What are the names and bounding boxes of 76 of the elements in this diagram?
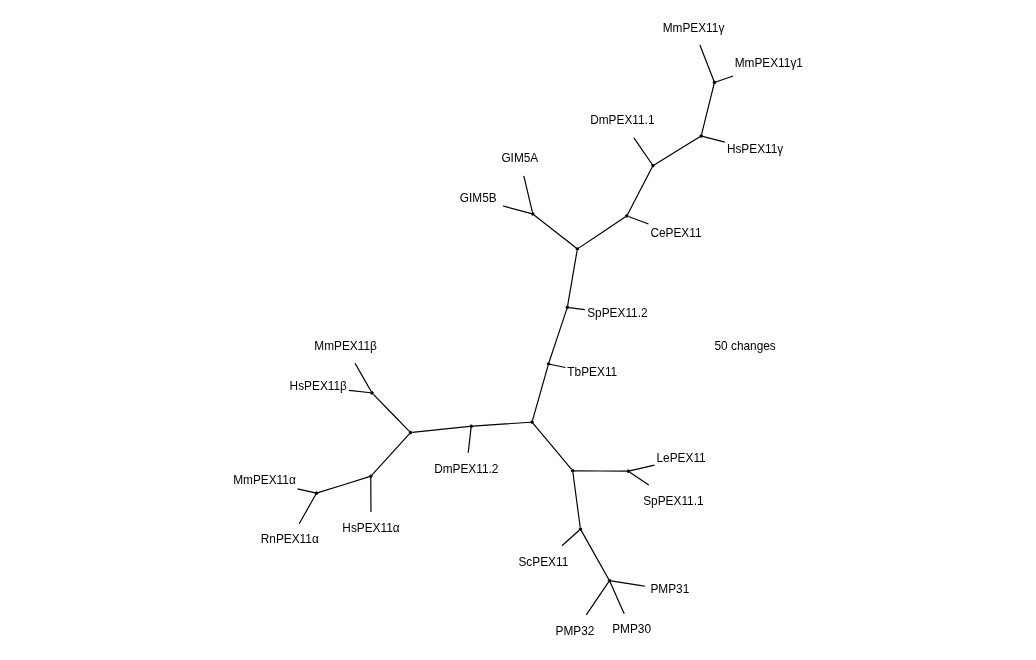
node-point xyxy=(370,391,374,395)
connector xyxy=(699,44,715,82)
node-text: SpPEX11.2 xyxy=(587,305,648,320)
node-text: HsPEX11γ xyxy=(726,142,784,157)
connector xyxy=(653,136,701,166)
node-text: MmPEX11γ1 xyxy=(734,55,803,70)
node-point xyxy=(531,212,535,216)
node-point xyxy=(699,134,703,138)
connector xyxy=(502,205,533,215)
connector xyxy=(548,308,568,364)
node-point xyxy=(626,469,631,473)
node-text: TbPEX11 xyxy=(567,365,618,380)
node-point xyxy=(369,474,373,479)
node-text: MmPEX11γ xyxy=(662,20,725,35)
connector xyxy=(568,306,586,311)
connector xyxy=(411,425,471,433)
connector xyxy=(467,427,472,454)
label: 50 changes xyxy=(714,339,776,354)
connector xyxy=(371,433,411,476)
node-point xyxy=(314,491,319,495)
connector xyxy=(701,135,726,143)
node-point xyxy=(625,214,629,218)
node-point xyxy=(712,80,717,85)
node-text: RnPEX11α xyxy=(260,532,319,547)
connector xyxy=(317,476,371,494)
connector xyxy=(370,477,372,513)
connector xyxy=(628,471,650,486)
node-text: HsPEX11α xyxy=(342,520,400,535)
connector xyxy=(610,580,646,587)
node-text: DmPEX11.1 xyxy=(590,113,655,128)
node-text: PMP31 xyxy=(650,582,690,597)
node-point xyxy=(565,305,570,310)
connector xyxy=(354,362,372,393)
node-point xyxy=(578,527,583,531)
node-text: PMP32 xyxy=(555,623,595,638)
connector xyxy=(609,581,625,615)
node-point xyxy=(546,362,551,366)
node-text: LePEX11 xyxy=(656,451,706,466)
node-point xyxy=(570,469,575,473)
node-text: MmPEX11α xyxy=(233,473,296,488)
connector xyxy=(298,493,317,525)
connector xyxy=(700,83,715,136)
connector xyxy=(580,529,610,580)
connector xyxy=(549,363,566,369)
node-text: SpPEX11.1 xyxy=(643,493,704,508)
connector xyxy=(567,249,578,307)
connector xyxy=(348,389,372,394)
node-text: GIM5B xyxy=(459,191,497,206)
node-text: MmPEX11β xyxy=(314,338,377,353)
node-text: CePEX11 xyxy=(650,226,702,241)
node-point xyxy=(469,424,473,428)
node-text: ScPEX11 xyxy=(518,554,569,569)
node-point xyxy=(408,430,413,435)
connector xyxy=(715,75,734,83)
connector xyxy=(472,421,532,427)
connector xyxy=(578,216,626,249)
connector xyxy=(626,166,653,216)
connector xyxy=(523,175,534,214)
connector xyxy=(573,470,628,472)
connector xyxy=(585,581,610,616)
node-point xyxy=(575,247,580,251)
node-point xyxy=(530,420,534,424)
node-point xyxy=(607,578,612,583)
node-text: GIM5A xyxy=(501,151,539,166)
connector xyxy=(633,137,653,166)
connector xyxy=(627,215,650,225)
node-point xyxy=(651,163,655,168)
connector xyxy=(372,393,411,433)
node-text: DmPEX11.2 xyxy=(434,461,499,476)
connector xyxy=(531,364,549,422)
connector xyxy=(561,529,580,547)
node-text: HsPEX11β xyxy=(289,379,347,394)
connector xyxy=(296,488,316,494)
connector xyxy=(533,214,577,249)
connector xyxy=(629,464,656,472)
node-text: PMP30 xyxy=(612,622,651,637)
